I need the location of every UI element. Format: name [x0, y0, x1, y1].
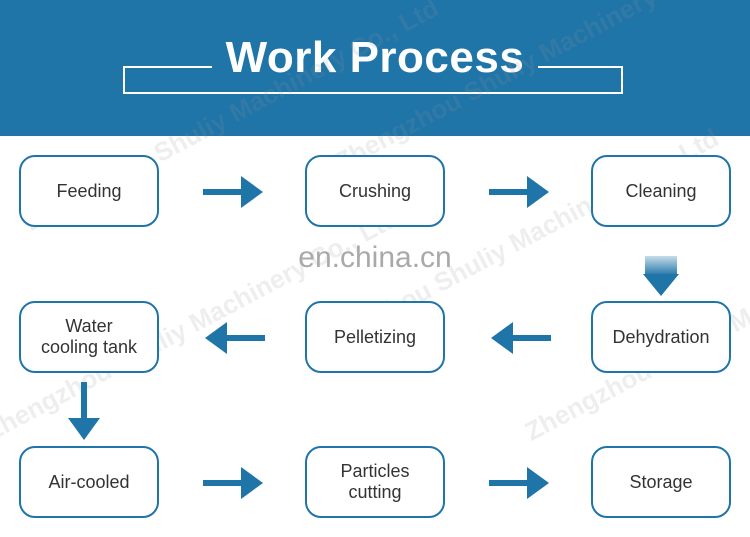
step-dehydration: Dehydration — [591, 301, 731, 373]
step-water-cooling-tank: Water cooling tank — [19, 301, 159, 373]
header-banner: Work Process — [0, 0, 750, 136]
site-watermark: en.china.cn — [298, 241, 452, 274]
arrow-left-icon — [491, 322, 551, 354]
arrow-down-icon — [68, 382, 100, 440]
step-label: Dehydration — [612, 326, 710, 347]
step-storage: Storage — [591, 446, 731, 518]
step-crushing: Crushing — [305, 155, 445, 227]
step-label: Feeding — [56, 180, 122, 201]
arrow-left-icon — [205, 322, 265, 354]
step-label: Crushing — [338, 180, 412, 201]
step-particles-cutting: Particles cutting — [305, 446, 445, 518]
step-label: Particles cutting — [340, 461, 410, 502]
step-label: Water cooling tank — [40, 316, 138, 357]
step-cleaning: Cleaning — [591, 155, 731, 227]
step-label: Storage — [629, 471, 693, 492]
arrow-right-icon — [203, 467, 263, 499]
step-label: Pelletizing — [333, 326, 417, 347]
page-title-text: Work Process — [211, 30, 539, 86]
arrow-right-icon — [203, 176, 263, 208]
page-title: Work Process — [0, 30, 750, 86]
step-pelletizing: Pelletizing — [305, 301, 445, 373]
arrow-down-icon — [643, 256, 679, 296]
step-air-cooled: Air-cooled — [19, 446, 159, 518]
step-feeding: Feeding — [19, 155, 159, 227]
step-label: Cleaning — [625, 180, 697, 201]
arrow-right-icon — [489, 176, 549, 208]
step-label: Air-cooled — [48, 471, 130, 492]
arrow-right-icon — [489, 467, 549, 499]
